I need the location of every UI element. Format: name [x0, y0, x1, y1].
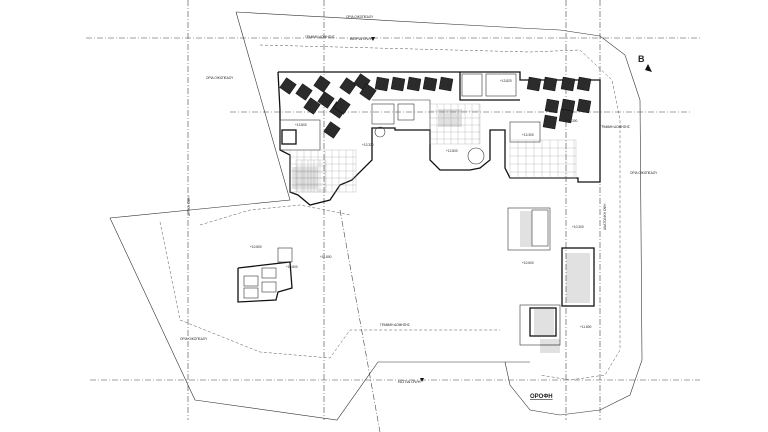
terrace-grids — [289, 103, 577, 193]
solar-panel — [390, 76, 406, 92]
stair-hatches — [292, 109, 590, 353]
solar-panels — [279, 73, 592, 139]
plot-boundary — [109, 11, 643, 421]
level-labels: +13.320 +12.800 +13.300 +13.820 +11.300 … — [250, 79, 592, 329]
right-annex — [507, 207, 595, 346]
solar-panel — [576, 76, 592, 92]
solar-panel — [422, 76, 438, 92]
level-label: +11.800 — [320, 255, 332, 259]
solar-panel — [374, 76, 390, 92]
stair-hatch — [534, 309, 554, 335]
solar-panel — [406, 76, 422, 92]
terrace-grid — [289, 149, 357, 193]
solar-panel — [317, 91, 335, 109]
stair-hatch — [292, 167, 318, 189]
solar-panel — [438, 76, 454, 92]
level-label: +12.800 — [446, 149, 458, 153]
label-building-line-bottom: ΓΡΑΜΜΗ ΔΟΜΗΣΗΣ — [380, 323, 410, 327]
label-plot-right: ΟΡΙΑ ΟΙΚΟΠΕΔΟΥ — [630, 171, 658, 175]
level-label: +13.800 — [295, 123, 307, 127]
solar-panel — [279, 77, 297, 95]
solar-panel — [542, 76, 558, 92]
boundary-labels: ΒΟΡΙΑ ΟΨΗ ΟΡΙΑ ΟΙΚΟΠΕΔΟΥ ΓΡΑΜΜΗ ΔΟΜΗΣΗΣ … — [180, 15, 658, 400]
label-building-line-right: ΓΡΑΜΜΗ ΔΟΜΗΣΗΣ — [600, 125, 630, 129]
left-annex — [237, 247, 293, 303]
north-compass: B — [638, 54, 652, 72]
solar-panel — [303, 97, 321, 115]
solar-panel — [542, 114, 558, 130]
label-plot-left-top: ΟΡΙΑ ΟΙΚΟΠΕΔΟΥ — [206, 76, 234, 80]
level-label: +11.300 — [566, 119, 578, 123]
solar-panel — [576, 98, 592, 114]
compass-letter: B — [638, 54, 645, 64]
label-building-line-top: ΓΡΑΜΜΗ ΔΟΜΗΣΗΣ — [305, 35, 335, 39]
solar-panel — [333, 97, 351, 115]
level-label: +13.820 — [500, 79, 512, 83]
solar-panel — [295, 83, 313, 101]
road-label: ΟΡΟΦΗ — [530, 394, 553, 400]
level-label: +10.300 — [572, 225, 584, 229]
label-east-facade: ΑΝΑΤΟΛΙΚΗ ΟΨΗ — [603, 203, 607, 230]
level-label: +11.800 — [580, 325, 592, 329]
label-west-facade: ΔΥΤΙΚΗ ΟΨΗ — [187, 196, 191, 216]
solar-panel — [558, 108, 574, 124]
stair-hatch — [540, 339, 560, 353]
terrace-grid — [509, 139, 577, 179]
solar-panel — [339, 77, 357, 95]
level-label: +10.800 — [286, 265, 298, 269]
solar-panel — [359, 83, 377, 101]
solar-panel — [313, 75, 331, 93]
stair-hatch — [566, 253, 590, 303]
label-plot-left-bottom: ΟΡΙΑ ΟΙΚΟΠΕΔΟΥ — [180, 337, 208, 341]
label-north-facade: ΒΟΡΙΑ ΟΨΗ — [350, 36, 373, 41]
solar-panel — [544, 98, 560, 114]
label-south-facade: ΝΟΤΙΑ ΟΨΗ — [398, 379, 421, 384]
solar-panel — [323, 121, 341, 139]
label-plot-top: ΟΡΙΑ ΟΙΚΟΠΕΔΟΥ — [346, 15, 374, 19]
axis-lines — [86, 0, 700, 432]
level-label: +13.300 — [522, 133, 534, 137]
solar-panel — [526, 76, 542, 92]
solar-panel — [560, 76, 576, 92]
level-label: +10.600 — [522, 261, 534, 265]
level-label: +13.320 — [362, 143, 374, 147]
stair-hatch — [520, 211, 532, 247]
stair-hatch — [438, 109, 462, 127]
level-label: +10.800 — [250, 245, 262, 249]
